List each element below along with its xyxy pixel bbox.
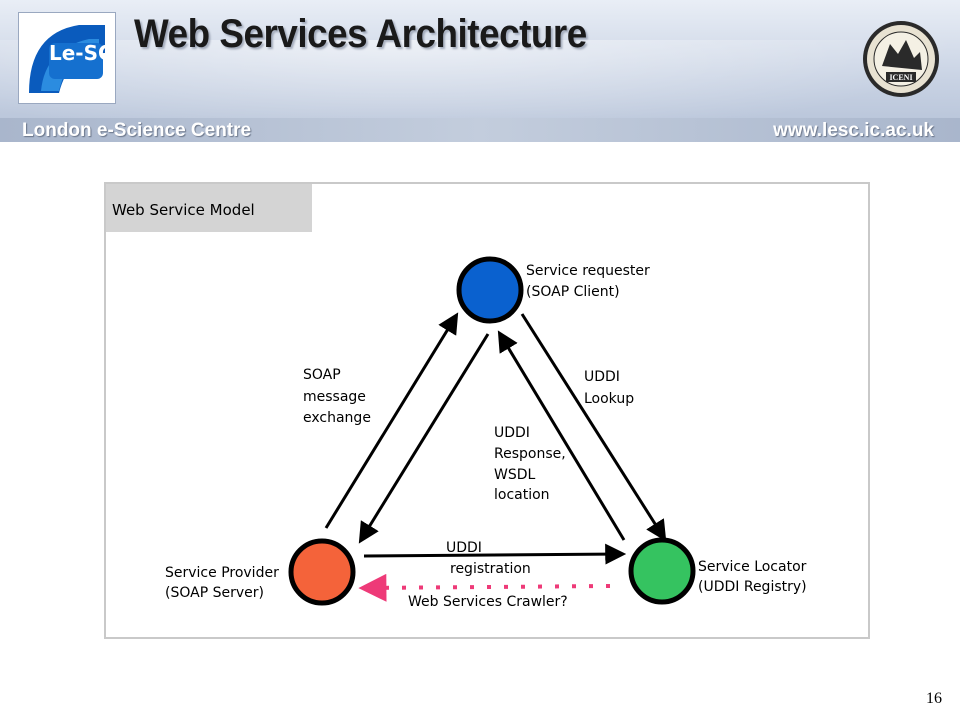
page-number: 16: [926, 690, 942, 707]
provider-label-line1: Service Provider: [165, 565, 279, 581]
banner-left-text: London e-Science Centre: [22, 120, 252, 141]
uddi-response-label-line1: UDDI: [494, 425, 530, 441]
service-requester-node: [456, 256, 524, 324]
logo-text: Le-SC: [49, 41, 113, 65]
panel-tab-label: Web Service Model: [112, 201, 255, 219]
seal-text: ICENI: [889, 73, 912, 82]
banner-url-text: www.lesc.ic.ac.uk: [773, 120, 934, 141]
requester-label-line1: Service requester: [526, 263, 650, 279]
uddi-response-label-line2: Response,: [494, 446, 566, 462]
provider-label-line2: (SOAP Server): [165, 585, 264, 601]
panel-tab: Web Service Model: [106, 184, 312, 232]
uddi-response-label-line4: location: [494, 487, 550, 503]
soap-label-line2: message: [303, 389, 366, 405]
soap-label-line3: exchange: [303, 410, 371, 426]
requester-label-line2: (SOAP Client): [526, 284, 620, 300]
uddi-lookup-arrow: [520, 313, 667, 542]
iceni-seal-logo: ICENI: [860, 18, 942, 100]
locator-label-line2: (UDDI Registry): [698, 579, 807, 595]
lesc-logo-graphic: [19, 13, 115, 103]
uddi-registration-arrow: [363, 543, 627, 565]
soap-arrow-down: [358, 333, 490, 544]
crawler-label: Web Services Crawler?: [408, 594, 568, 610]
uddi-registration-label-line1: UDDI: [446, 540, 482, 556]
uddi-lookup-label-line2: Lookup: [584, 391, 635, 407]
soap-label-line1: SOAP: [303, 367, 341, 383]
soap-arrow-up: [324, 312, 459, 529]
page-title: Web Services Architecture: [134, 12, 587, 56]
seal-graphic: ICENI: [863, 21, 939, 97]
uddi-response-arrow: [497, 330, 626, 541]
banner-bar: [0, 118, 960, 142]
crawler-arrow: [358, 573, 611, 602]
uddi-registration-label-line2: registration: [450, 561, 531, 577]
service-locator-node: [628, 537, 696, 605]
service-provider-node: [288, 538, 356, 606]
uddi-response-label-line3: WSDL: [494, 467, 536, 483]
slide-header: Le-SC Web Services Architecture ICENI: [0, 0, 960, 142]
uddi-lookup-label-line1: UDDI: [584, 369, 620, 385]
lesc-logo: Le-SC: [18, 12, 116, 104]
locator-label-line1: Service Locator: [698, 559, 807, 575]
